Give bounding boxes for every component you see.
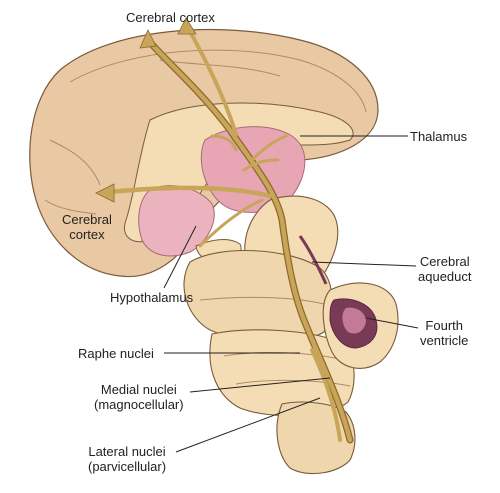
- label-hypothalamus: Hypothalamus: [110, 290, 194, 305]
- arrowhead-frontal: [95, 183, 115, 203]
- cortex-gyrus-line: [49, 139, 101, 186]
- leader-lateral-nuclei: [175, 397, 321, 453]
- medulla-fold-line: [235, 379, 351, 387]
- label-cerebral-cortex-left: Cerebral cortex: [62, 212, 112, 242]
- arrowhead-top-left: [139, 29, 157, 49]
- pons: [183, 249, 333, 343]
- label-cerebral-aqueduct: Cerebral aqueduct: [418, 254, 472, 284]
- fourth-ventricle-highlight: [342, 307, 366, 334]
- leader-medial-nuclei: [189, 377, 331, 393]
- hypothalamus-region: [138, 185, 215, 257]
- pathway-branch-hypothalamus: [198, 198, 264, 248]
- arrowhead-top-right: [177, 17, 197, 35]
- pathway-branch-descending: [310, 348, 342, 442]
- pons-fold-line: [199, 296, 325, 305]
- label-cerebral-cortex-top: Cerebral cortex: [126, 10, 215, 25]
- label-lateral-nuclei: Lateral nuclei (parvicellular): [88, 444, 167, 474]
- label-medial-nuclei: Medial nuclei (magnocellular): [94, 382, 184, 412]
- leader-hypothalamus: [163, 225, 197, 289]
- cortex-gyrus-line: [69, 49, 367, 113]
- pathway-branch-frontal: [107, 185, 273, 199]
- pathway-trunk-fill: [145, 37, 353, 443]
- pathway-branch-top-right: [186, 26, 238, 136]
- pathway-branch-thalamus: [250, 134, 288, 162]
- label-thalamus: Thalamus: [410, 129, 468, 144]
- cortex-gyrus-line: [44, 199, 97, 215]
- cerebral-aqueduct: [298, 235, 328, 285]
- label-fourth-ventricle: Fourth ventricle: [420, 318, 469, 348]
- pathway-branch-thalamus: [242, 158, 280, 172]
- label-raphe-nuclei: Raphe nuclei: [78, 346, 154, 361]
- leader-cerebral-aqueduct: [311, 261, 417, 267]
- pathway-branch-thalamus: [210, 134, 238, 152]
- leader-fourth-ventricle: [365, 317, 419, 329]
